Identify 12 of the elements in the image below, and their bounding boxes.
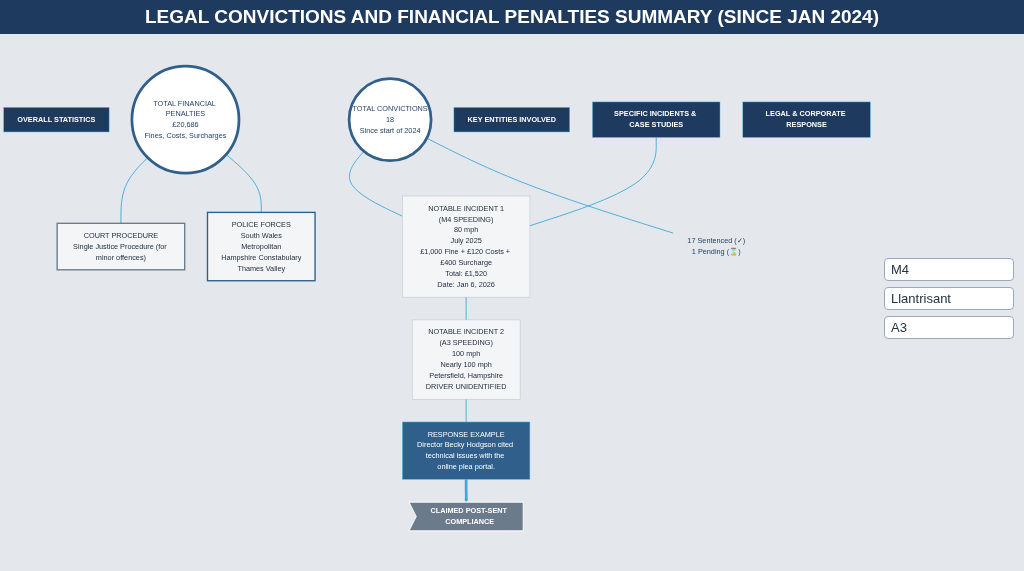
map-label: Llantrisant (884, 287, 1014, 310)
arrow (464, 479, 469, 503)
connector (120, 157, 149, 224)
title: LEGAL CONVICTIONS AND FINANCIAL PENALTIES SUMMARY (SINCE JAN 2024) (0, 0, 1024, 34)
connector (465, 296, 467, 321)
connector (529, 137, 657, 227)
map-label: M4 (884, 258, 1014, 281)
connector (426, 137, 675, 234)
connector (465, 398, 467, 423)
map-label: A3 (884, 316, 1014, 339)
connector (225, 154, 262, 213)
connector (349, 150, 403, 217)
